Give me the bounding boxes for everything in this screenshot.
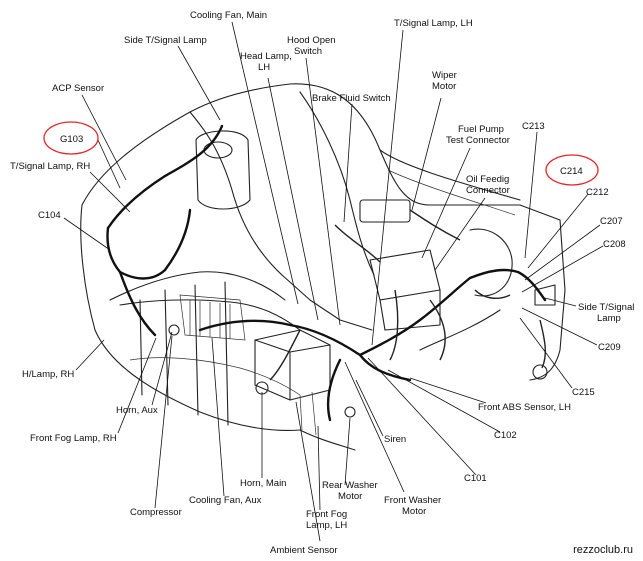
wiring-harness <box>106 124 547 422</box>
label-compressor: Compressor <box>130 507 182 518</box>
leader-lines <box>63 21 604 542</box>
label-h-lamp-rh: H/Lamp, RH <box>22 369 74 380</box>
label-c213: C213 <box>522 121 545 132</box>
label-front-fog-lamp-rh: Front Fog Lamp, RH <box>30 433 117 444</box>
label-c215: C215 <box>572 387 595 398</box>
label-side-tsignal-lamp-top: Side T/Signal Lamp <box>124 35 207 46</box>
label-cooling-fan-aux: Cooling Fan, Aux <box>189 495 262 506</box>
label-ambient-sensor: Ambient Sensor <box>270 545 338 556</box>
label-c209: C209 <box>598 342 621 353</box>
label-c208: C208 <box>603 239 626 250</box>
label-c207: C207 <box>600 216 623 227</box>
label-tsignal-lamp-rh: T/Signal Lamp, RH <box>10 161 90 172</box>
watermark: rezzoclub.ru <box>569 543 637 557</box>
label-g103: G103 <box>60 134 83 145</box>
label-c102: C102 <box>494 430 517 441</box>
label-brake-fluid-switch: Brake Fluid Switch <box>312 93 391 104</box>
label-c104: C104 <box>38 210 61 221</box>
label-head-lamp-lh: Head Lamp,LH <box>240 51 292 73</box>
label-cooling-fan-main: Cooling Fan, Main <box>190 10 267 21</box>
label-horn-aux: Horn, Aux <box>116 405 158 416</box>
label-acp-sensor: ACP Sensor <box>52 83 104 94</box>
label-front-abs-sensor-lh: Front ABS Sensor, LH <box>478 402 571 413</box>
label-c212: C212 <box>586 187 609 198</box>
label-c101: C101 <box>464 473 487 484</box>
g103-highlight-circle <box>43 121 99 155</box>
label-c214: C214 <box>560 166 583 177</box>
label-siren: Siren <box>384 434 406 445</box>
c214-highlight-circle <box>545 154 599 186</box>
engine-bay-drawing <box>80 83 566 451</box>
label-tsignal-lamp-lh: T/Signal Lamp, LH <box>394 18 473 29</box>
label-horn-main: Horn, Main <box>240 478 286 489</box>
callout-labels: Cooling Fan, Main Side T/Signal Lamp Hea… <box>10 10 634 556</box>
